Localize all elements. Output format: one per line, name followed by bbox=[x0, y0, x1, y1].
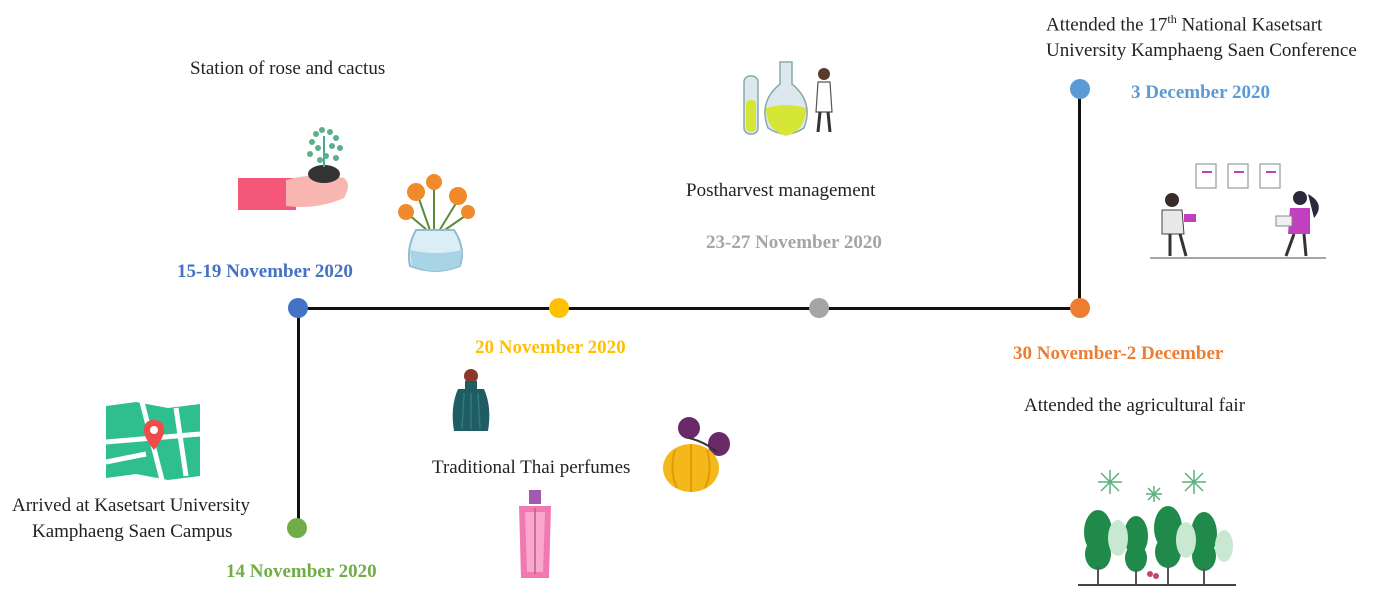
postharvest-label: Postharvest management bbox=[686, 180, 876, 201]
flower-vase-icon bbox=[398, 174, 475, 272]
conference-date: 3 December 2020 bbox=[1131, 82, 1270, 103]
lab-scientist-icon bbox=[743, 61, 833, 136]
timeline-branch-right bbox=[1078, 89, 1081, 309]
hand-plant-icon bbox=[238, 127, 348, 210]
perfume-bottle-blue-icon bbox=[452, 369, 490, 431]
perfume-spray-icon bbox=[519, 490, 551, 578]
conference-label-line2: University Kamphaeng Saen Conference bbox=[1046, 40, 1357, 61]
timeline-dot-perfume bbox=[549, 298, 569, 318]
rose-label: Station of rose and cactus bbox=[190, 58, 386, 79]
arrival-label-line2: Kamphaeng Saen Campus bbox=[32, 521, 233, 542]
meeting-people-icon bbox=[1150, 163, 1326, 259]
timeline-dot-conference bbox=[1070, 79, 1090, 99]
forest-fireworks-icon bbox=[1078, 470, 1236, 586]
timeline-main-line bbox=[298, 307, 1080, 310]
timeline-dot-rose bbox=[288, 298, 308, 318]
fair-label: Attended the agricultural fair bbox=[1024, 395, 1246, 416]
perfume-date: 20 November 2020 bbox=[475, 337, 626, 358]
conference-label-pre: Attended the 17 bbox=[1046, 14, 1168, 36]
perfume-bottle-yellow-icon bbox=[663, 417, 730, 492]
timeline-dot-fair bbox=[1070, 298, 1090, 318]
timeline-dot-postharvest bbox=[809, 298, 829, 318]
arrival-date: 14 November 2020 bbox=[226, 561, 377, 582]
timeline-dot-arrival bbox=[287, 518, 307, 538]
arrival-label-line1: Arrived at Kasetsart University bbox=[12, 495, 250, 516]
conference-label-post: National Kasetsart bbox=[1176, 14, 1323, 36]
postharvest-date: 23-27 November 2020 bbox=[706, 232, 882, 253]
fair-date: 30 November-2 December bbox=[1013, 343, 1224, 364]
rose-date: 15-19 November 2020 bbox=[177, 261, 353, 282]
conference-label-sup: th bbox=[1167, 12, 1177, 26]
map-pin-icon bbox=[106, 402, 200, 480]
timeline-branch-left bbox=[297, 308, 300, 528]
conference-label: Attended the 17th National Kasetsart bbox=[1046, 12, 1322, 36]
perfume-label: Traditional Thai perfumes bbox=[432, 457, 631, 478]
